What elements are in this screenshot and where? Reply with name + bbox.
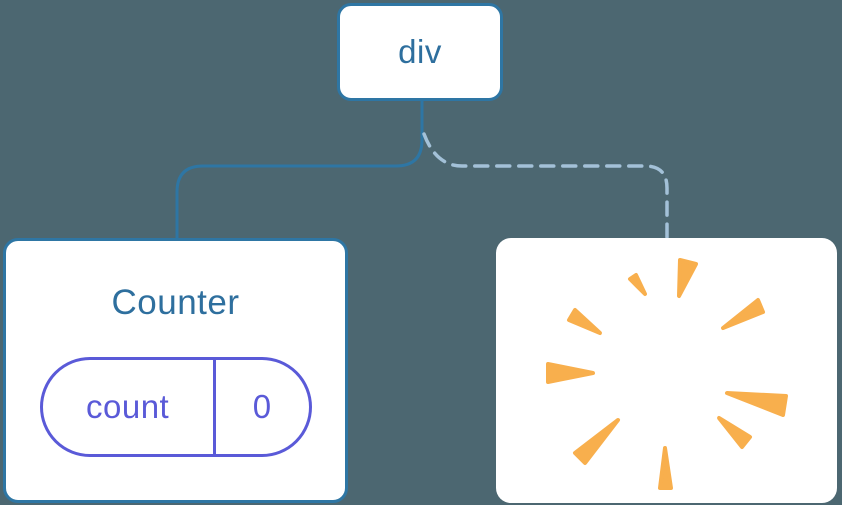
state-pill: count 0 bbox=[39, 357, 312, 457]
poof-ray bbox=[658, 446, 673, 490]
poof-ray bbox=[721, 298, 765, 330]
poof-ray bbox=[567, 308, 602, 335]
state-key-label: count bbox=[86, 388, 170, 425]
root-node-label: div bbox=[398, 33, 442, 70]
poof-ray bbox=[725, 391, 788, 417]
poof-ray bbox=[573, 418, 620, 465]
counter-card-title: Counter bbox=[111, 283, 240, 322]
poof-ray bbox=[546, 362, 595, 384]
poof-icon bbox=[546, 258, 788, 490]
connector-solid bbox=[175, 98, 424, 242]
removed-card bbox=[496, 238, 837, 503]
counter-card: Counter count 0 bbox=[3, 238, 348, 503]
connector-dashed bbox=[422, 132, 669, 242]
state-value-label: 0 bbox=[212, 360, 309, 454]
poof-ray bbox=[628, 273, 647, 296]
poof-ray bbox=[717, 416, 752, 449]
poof-rays bbox=[546, 258, 788, 490]
poof-ray bbox=[677, 258, 698, 298]
root-node: div bbox=[337, 3, 503, 101]
